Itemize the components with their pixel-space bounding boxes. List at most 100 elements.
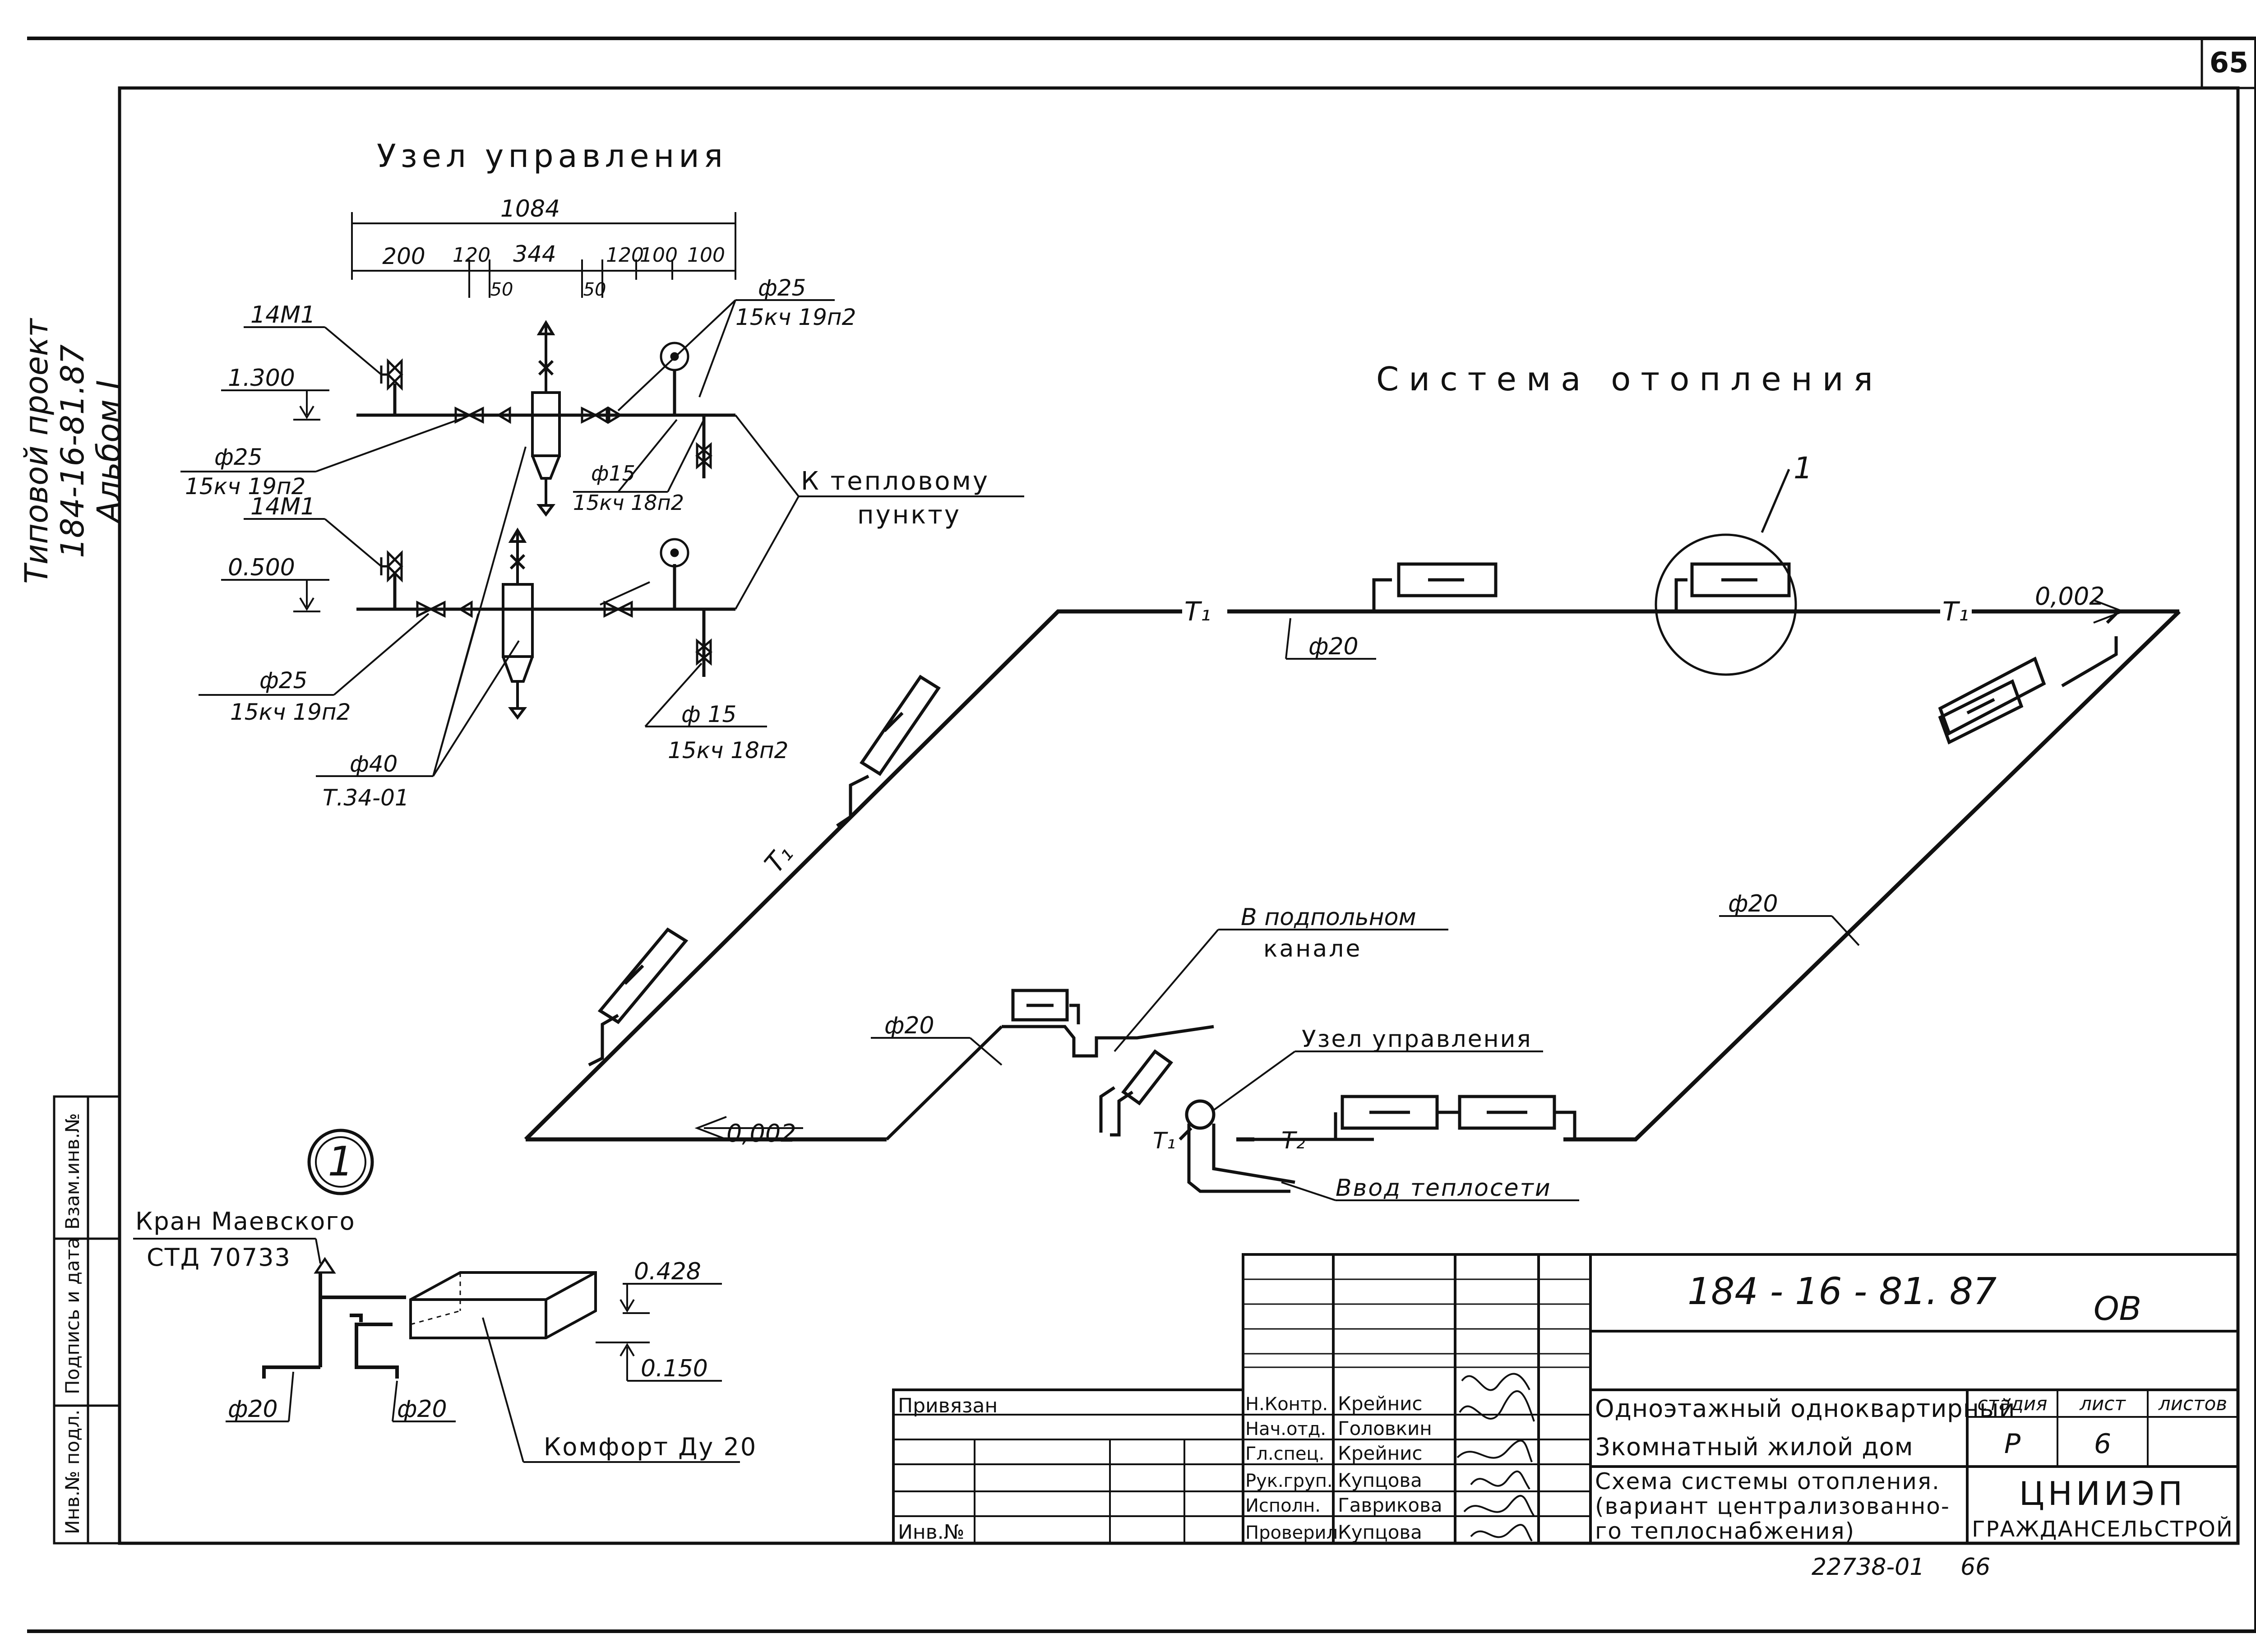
detail-radiator-box — [409, 1271, 597, 1339]
to-heat-point-1: К тепловому — [801, 467, 989, 496]
detail-mark-bottom: 0.150 — [641, 1355, 708, 1382]
phi15-upper-code: 15кч 18п2 — [573, 491, 684, 515]
head-sheets: листов — [2158, 1393, 2227, 1415]
project-name-1: Одноэтажный одноквартирный — [1595, 1394, 2016, 1423]
role-2: Гл.спец. — [1245, 1444, 1324, 1464]
phi15-upper: ф15 — [591, 461, 635, 486]
dimension-lines — [351, 212, 736, 298]
drawing-name-1: Схема системы отопления. — [1595, 1468, 1940, 1495]
control-node: Узел управления 1084 200 120 344 120 100… — [180, 138, 1024, 811]
phi40-label: ф40 — [350, 751, 398, 777]
project-name-2: 3комнатный жилой дом — [1595, 1433, 1913, 1461]
privyazan-label: Привязан — [898, 1394, 998, 1417]
slope-right: 0,002 — [2035, 582, 2105, 611]
radiators-right — [1938, 612, 2118, 745]
org-name-2: ГРАЖДАНСЕЛЬСТРОЙ — [1972, 1516, 2233, 1542]
network-input-label: Ввод теплосети — [1336, 1175, 1552, 1202]
mark-lower: 0.500 — [228, 554, 295, 581]
signatories: Н.Контр. Нач.отд. Гл.спец. Рук.груп. Исп… — [1245, 1393, 1442, 1543]
main-pipe-loop — [524, 609, 2181, 1142]
underfloor-label-2: канале — [1263, 935, 1362, 963]
radiators-top — [1290, 469, 1797, 676]
to-heat-point-2: пункту — [857, 500, 961, 530]
name-4: Гаврикова — [1338, 1494, 1442, 1516]
phi20-top: ф20 — [1308, 633, 1359, 660]
side-col-inv: Инв.№ подл. — [61, 1410, 83, 1534]
underfloor-label-1: В подпольном — [1241, 904, 1416, 931]
org-name-1: ЦНИИЭП — [2019, 1475, 2186, 1513]
phi25-upper-left-code: 15кч 19п2 — [185, 473, 305, 500]
lower-dirt-trap — [502, 528, 534, 720]
phi40-code: Т.34-01 — [323, 785, 409, 811]
doc-mark: ОВ — [2094, 1290, 2141, 1328]
role-1: Нач.отд. — [1245, 1419, 1326, 1439]
t1-top-right: T₁ — [1942, 596, 1969, 627]
signature-scribbles — [1456, 1373, 1535, 1542]
name-5: Купцова — [1338, 1521, 1422, 1543]
radiators-left — [588, 675, 941, 1067]
name-0: Крейнис — [1338, 1393, 1422, 1415]
phi20-left: ф20 — [884, 1012, 934, 1039]
dim-50a: 50 — [490, 279, 513, 300]
radiators-bottom — [1239, 1095, 1576, 1141]
mayevsky-label-2: СТД 70733 — [147, 1243, 291, 1272]
detail-phi20-right: ф20 — [397, 1396, 447, 1423]
valve-upper-label: 14М1 — [250, 301, 315, 329]
phi20-right: ф20 — [1728, 890, 1778, 917]
phi25-upper-left: ф25 — [214, 444, 262, 470]
valve-lower-label: 14М1 — [250, 493, 315, 520]
phi25-lower: ф25 — [259, 667, 307, 694]
detail-pipes — [262, 1257, 406, 1379]
upper-dirt-trap — [531, 320, 561, 517]
t2-bottom: T₂ — [1281, 1127, 1305, 1154]
lower-pipeline — [356, 564, 735, 677]
upper-pipeline — [356, 370, 735, 478]
name-2: Крейнис — [1338, 1442, 1422, 1464]
detail-phi20-left: ф20 — [228, 1396, 278, 1423]
side-col-sign: Подпись и дата — [61, 1237, 83, 1394]
name-1: Головкин — [1338, 1417, 1432, 1439]
phi15-lower-code: 15кч 18п2 — [668, 737, 788, 764]
sheet-frame — [27, 37, 2256, 1633]
small-control-node-label: Узел управления — [1302, 1026, 1532, 1053]
detail-1: 1 Кран Маевского СТД 70733 — [133, 1129, 757, 1463]
dim-200: 200 — [382, 243, 425, 269]
mark-upper: 1.300 — [228, 365, 295, 392]
upper-valves — [380, 342, 712, 470]
phi15-lower: ф 15 — [681, 701, 736, 727]
control-node-leaders — [180, 299, 1024, 777]
heating-system-title: Система отопления — [1376, 360, 1883, 398]
small-control-node — [885, 989, 1295, 1193]
dim-50b: 50 — [583, 279, 606, 300]
slope-left: 0,002 — [726, 1119, 796, 1148]
title-block — [892, 1253, 2238, 1543]
detail-level-marks — [226, 1283, 740, 1463]
inv-no-label: Инв.№ — [898, 1521, 964, 1544]
dim-120a: 120 — [453, 244, 490, 267]
detail-marker: 1 — [328, 1138, 353, 1185]
role-3: Рук.груп. — [1245, 1471, 1333, 1491]
archive-page: 66 — [1960, 1554, 1990, 1581]
side-stamp: Типовой проект 184-16-81.87 Альбом I — [18, 318, 127, 584]
detail-radiator-label: Комфорт Ду 20 — [544, 1433, 757, 1461]
head-sheet: лист — [2079, 1393, 2126, 1415]
side-stamp-line1: Типовой проект — [18, 318, 55, 584]
page-number: 65 — [2210, 46, 2248, 79]
stage-value: Р — [2004, 1428, 2021, 1460]
doc-code: 184 - 16 - 81. 87 — [1687, 1270, 1997, 1313]
detail-mark-top: 0.428 — [634, 1258, 701, 1285]
level-marks — [221, 389, 329, 612]
dim-344: 344 — [513, 241, 556, 267]
detail-leaders — [133, 1238, 321, 1264]
dim-total: 1084 — [500, 195, 560, 222]
side-stamp-line3: Альбом I — [90, 380, 127, 524]
control-node-title: Узел управления — [377, 138, 727, 175]
side-col-replace: Взам.инв.№ — [61, 1113, 83, 1230]
phi25-upper-right-code: 15кч 19п2 — [735, 304, 856, 330]
t1-top-left: T₁ — [1184, 596, 1211, 627]
lower-valves — [380, 538, 712, 666]
phi25-lower-code: 15кч 19п2 — [230, 699, 351, 725]
head-stage: стадия — [1978, 1393, 2048, 1415]
side-stamp-line2: 184-16-81.87 — [54, 344, 91, 558]
